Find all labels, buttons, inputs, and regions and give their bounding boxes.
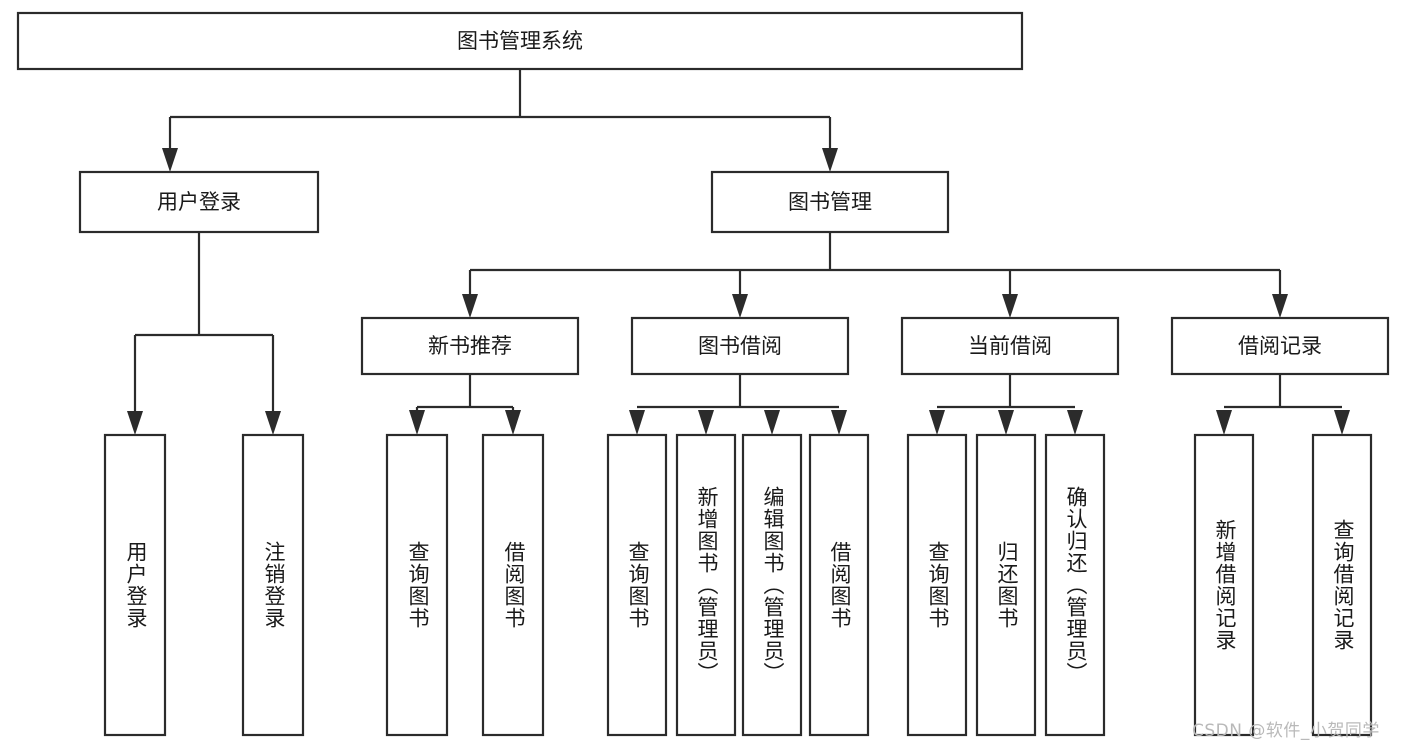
node-book-borrow[interactable]: 图书借阅 xyxy=(630,316,850,376)
node-root-box xyxy=(16,11,1024,71)
node-leaf-query-book-2-label: 查询图书 xyxy=(626,541,650,629)
node-leaf-logout-login-label: 注销登录 xyxy=(262,541,286,629)
csdn-watermark: CSDN @软件_小贺同学 xyxy=(1192,721,1380,741)
node-book-management[interactable]: 图书管理 xyxy=(710,170,950,234)
arrow-head-leaf-query-borrow-record xyxy=(1334,410,1350,435)
arrow-head-leaf-edit-book xyxy=(764,410,780,435)
node-book-management-label: 图书管理 xyxy=(788,190,872,214)
arrow-head-borrow-record xyxy=(1272,294,1288,318)
node-leaf-query-book-1[interactable]: 查询图书 xyxy=(385,433,449,737)
node-leaf-add-book[interactable]: 新增图书（管理员） xyxy=(675,433,737,737)
node-leaf-return-book-box xyxy=(975,433,1037,737)
arrow-head-leaf-confirm-return xyxy=(1067,410,1083,435)
node-leaf-confirm-return-label: 确认归还（管理员） xyxy=(1064,486,1088,684)
node-root-label: 图书管理系统 xyxy=(457,29,583,53)
arrow-head-leaf-logout-login xyxy=(265,411,281,435)
node-current-borrow[interactable]: 当前借阅 xyxy=(900,316,1120,376)
node-user-login-label: 用户登录 xyxy=(157,190,241,214)
arrow-head-leaf-borrow-book-2 xyxy=(831,410,847,435)
node-current-borrow-box xyxy=(900,316,1120,376)
arrow-head-leaf-return-book xyxy=(998,410,1014,435)
node-leaf-logout-login-box xyxy=(241,433,305,737)
node-leaf-borrow-book-1-box xyxy=(481,433,545,737)
node-user-login-box xyxy=(78,170,320,234)
node-book-management-box xyxy=(710,170,950,234)
node-leaf-query-borrow-record-box xyxy=(1311,433,1373,737)
node-leaf-query-book-1-label: 查询图书 xyxy=(406,541,430,629)
node-leaf-edit-book-label: 编辑图书（管理员） xyxy=(761,486,785,684)
node-current-borrow-label: 当前借阅 xyxy=(968,334,1052,358)
node-leaf-edit-book-box xyxy=(741,433,803,737)
node-leaf-return-book[interactable]: 归还图书 xyxy=(975,433,1037,737)
arrow-head-user-login xyxy=(162,148,178,172)
node-leaf-query-book-1-box xyxy=(385,433,449,737)
node-leaf-return-book-label: 归还图书 xyxy=(995,541,1019,629)
node-leaf-confirm-return-box xyxy=(1044,433,1106,737)
node-leaf-add-borrow-record-label: 新增借阅记录 xyxy=(1213,519,1237,651)
arrow-head-leaf-add-book xyxy=(698,410,714,435)
node-root[interactable]: 图书管理系统 xyxy=(16,11,1024,71)
arrow-head-leaf-add-borrow-record xyxy=(1216,410,1232,435)
node-leaf-borrow-book-2-label: 借阅图书 xyxy=(828,541,852,629)
node-new-book-recommend[interactable]: 新书推荐 xyxy=(360,316,580,376)
arrow-head-book-management xyxy=(822,148,838,172)
node-leaf-borrow-book-2[interactable]: 借阅图书 xyxy=(808,433,870,737)
arrow-head-leaf-user-login xyxy=(127,411,143,435)
node-leaf-edit-book[interactable]: 编辑图书（管理员） xyxy=(741,433,803,737)
node-borrow-record-box xyxy=(1170,316,1390,376)
arrow-head-book-borrow xyxy=(732,294,748,318)
arrow-head-leaf-query-book-2 xyxy=(629,410,645,435)
node-leaf-user-login[interactable]: 用户登录 xyxy=(103,433,167,737)
node-new-book-recommend-box xyxy=(360,316,580,376)
node-leaf-query-book-3-box xyxy=(906,433,968,737)
node-book-borrow-box xyxy=(630,316,850,376)
node-book-borrow-label: 图书借阅 xyxy=(698,334,782,358)
node-leaf-query-borrow-record-label: 查询借阅记录 xyxy=(1331,519,1355,651)
node-borrow-record-label: 借阅记录 xyxy=(1238,334,1322,358)
arrow-head-current-borrow xyxy=(1002,294,1018,318)
node-leaf-borrow-book-1[interactable]: 借阅图书 xyxy=(481,433,545,737)
node-leaf-borrow-book-1-label: 借阅图书 xyxy=(502,541,526,629)
node-new-book-recommend-label: 新书推荐 xyxy=(428,334,512,358)
node-leaf-add-book-box xyxy=(675,433,737,737)
node-leaf-user-login-box xyxy=(103,433,167,737)
node-leaf-query-borrow-record[interactable]: 查询借阅记录 xyxy=(1311,433,1373,737)
connector-layer xyxy=(127,69,1350,435)
node-leaf-borrow-book-2-box xyxy=(808,433,870,737)
arrow-head-new-book-recommend xyxy=(462,294,478,318)
node-leaf-confirm-return[interactable]: 确认归还（管理员） xyxy=(1044,433,1106,737)
arrow-head-leaf-query-book-3 xyxy=(929,410,945,435)
arrow-head-leaf-query-book-1 xyxy=(409,410,425,435)
node-leaf-logout-login[interactable]: 注销登录 xyxy=(241,433,305,737)
node-leaf-query-book-3[interactable]: 查询图书 xyxy=(906,433,968,737)
node-user-login[interactable]: 用户登录 xyxy=(78,170,320,234)
node-leaf-add-borrow-record[interactable]: 新增借阅记录 xyxy=(1193,433,1255,737)
node-leaf-query-book-2[interactable]: 查询图书 xyxy=(606,433,668,737)
node-leaf-query-book-3-label: 查询图书 xyxy=(926,541,950,629)
node-leaf-add-borrow-record-box xyxy=(1193,433,1255,737)
arrow-head-leaf-borrow-book-1 xyxy=(505,410,521,435)
node-leaf-user-login-label: 用户登录 xyxy=(124,541,148,629)
node-leaf-query-book-2-box xyxy=(606,433,668,737)
node-borrow-record[interactable]: 借阅记录 xyxy=(1170,316,1390,376)
node-leaf-add-book-label: 新增图书（管理员） xyxy=(695,486,719,684)
